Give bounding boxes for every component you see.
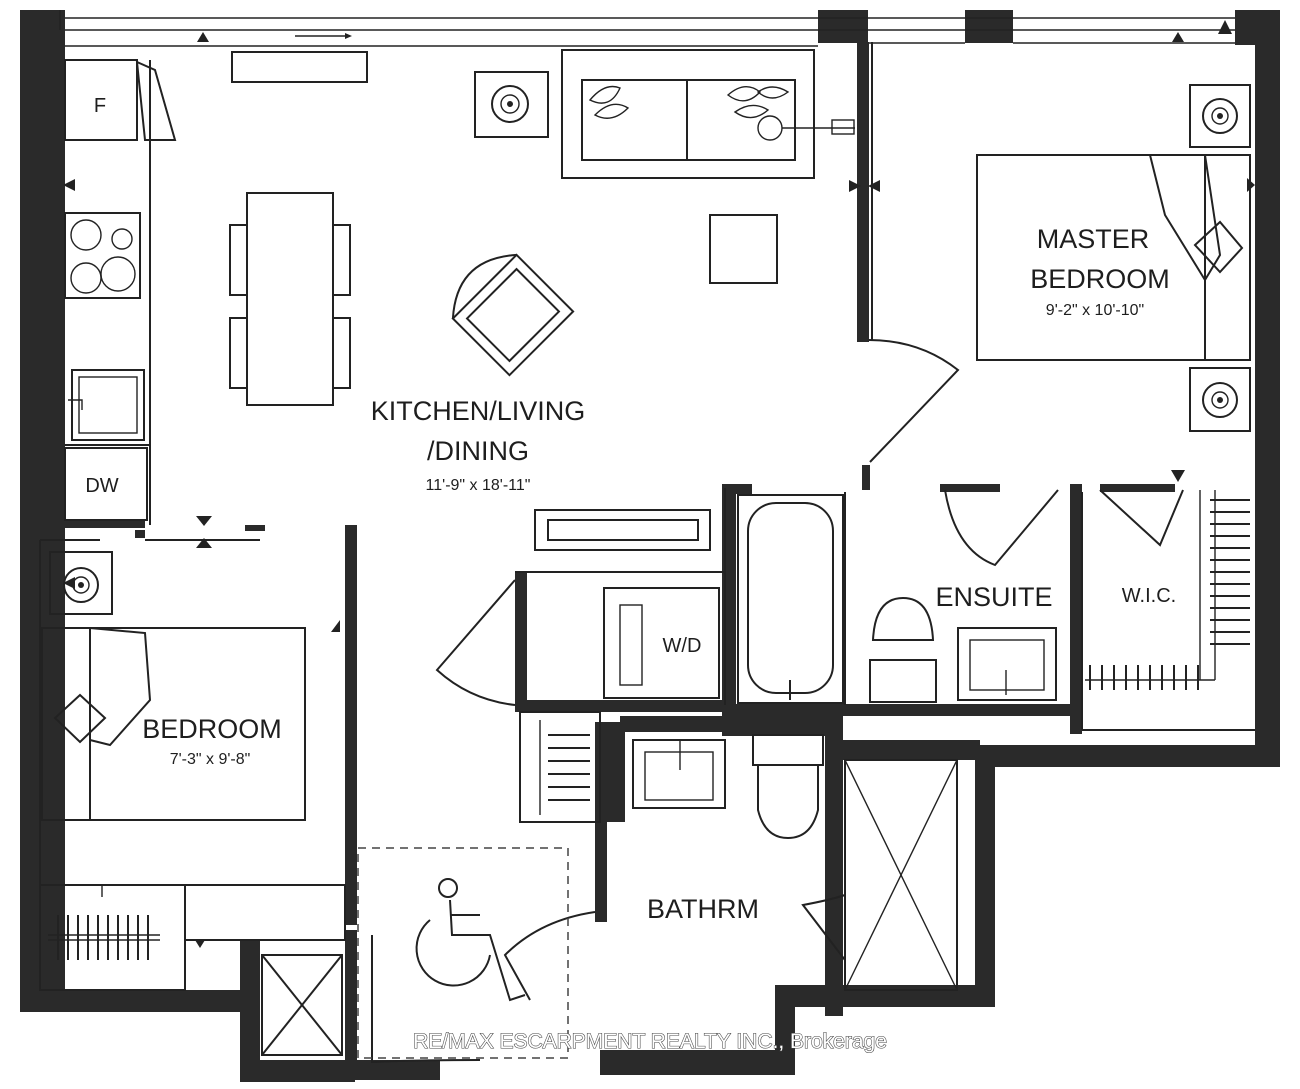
laundry-door bbox=[435, 579, 516, 706]
fan-icon bbox=[1189, 367, 1251, 432]
closet-rods bbox=[39, 490, 1250, 991]
coffee-table bbox=[709, 214, 778, 284]
dining-label: /DINING bbox=[427, 436, 529, 466]
ensuite-fixtures bbox=[737, 494, 1057, 704]
tv-console bbox=[534, 509, 711, 551]
wheelchair-icon bbox=[415, 878, 526, 1002]
ensuite-label: ENSUITE bbox=[935, 582, 1052, 612]
brokerage-watermark: RE/MAX ESCARPMENT REALTY INC., Brokerage bbox=[413, 1030, 887, 1053]
ensuite-door bbox=[944, 489, 1059, 567]
fridge-label: F bbox=[94, 95, 106, 117]
armchair bbox=[451, 253, 575, 377]
bedroom-closet-hangers bbox=[57, 915, 149, 960]
bathroom-toilet bbox=[757, 764, 819, 840]
bedroom-bed bbox=[41, 627, 306, 821]
kitchen-sink bbox=[71, 369, 145, 441]
fan-icon bbox=[1189, 84, 1251, 148]
window-arrow bbox=[1172, 32, 1184, 42]
entry-door bbox=[371, 935, 481, 1064]
ensuite-toilet bbox=[871, 596, 935, 641]
bathtub bbox=[737, 494, 844, 704]
washer-dryer bbox=[603, 587, 720, 699]
entry-closet bbox=[261, 954, 343, 1056]
window-glazing bbox=[59, 10, 1235, 47]
wic-label: W.I.C. bbox=[1122, 585, 1176, 607]
sofa bbox=[561, 49, 855, 179]
wic-door bbox=[1099, 489, 1184, 547]
window-arrow bbox=[345, 33, 352, 39]
dining-table bbox=[229, 192, 351, 406]
bedroom-dimensions: 7'-3" x 9'-8" bbox=[170, 751, 251, 768]
kitchen-living-label: KITCHEN/LIVING bbox=[371, 396, 586, 426]
accessible-clearance-area bbox=[357, 847, 569, 1059]
fan-icon bbox=[474, 71, 549, 138]
cooktop bbox=[64, 212, 141, 299]
kitchen-island-shelf bbox=[231, 51, 368, 83]
bedroom-label: BEDROOM bbox=[142, 714, 282, 744]
washer-dryer-label: W/D bbox=[663, 635, 702, 657]
interior-walls bbox=[40, 42, 1175, 1016]
ensuite-sink bbox=[957, 627, 1057, 701]
bathroom-sink bbox=[632, 739, 726, 809]
shower-stall bbox=[844, 759, 958, 991]
fridge-door bbox=[135, 60, 177, 141]
dishwasher-label: DW bbox=[85, 475, 118, 497]
master-label: MASTER bbox=[1037, 224, 1150, 254]
window-arrow bbox=[197, 32, 209, 42]
dishwasher bbox=[64, 447, 148, 521]
bathroom-door bbox=[503, 911, 596, 1001]
bathroom-label: BATHRM bbox=[647, 894, 759, 924]
master-bedroom-door bbox=[868, 339, 960, 463]
window-arrow bbox=[1218, 20, 1232, 34]
fan-icon bbox=[49, 551, 113, 615]
master-dimensions: 9'-2" x 10'-10" bbox=[1046, 302, 1144, 319]
master-bedroom-label: BEDROOM bbox=[1030, 264, 1170, 294]
exterior-walls bbox=[20, 10, 1280, 1082]
master-bed bbox=[976, 154, 1251, 361]
kitchen-counter bbox=[64, 51, 368, 521]
fridge bbox=[64, 59, 138, 141]
bathroom-fixtures bbox=[632, 734, 958, 991]
kitchen-dimensions: 11'-9" x 18'-11" bbox=[426, 477, 531, 494]
